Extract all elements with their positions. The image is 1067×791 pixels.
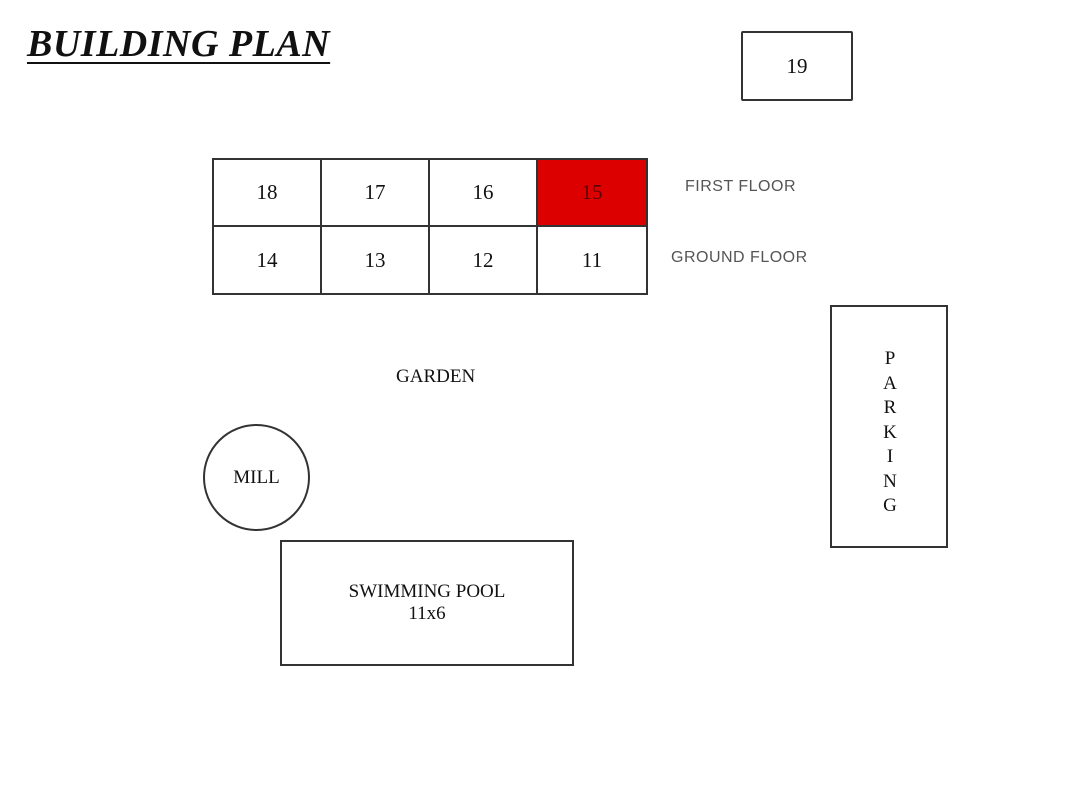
building-units-grid: 18 17 16 15 14 13 12 11: [212, 158, 648, 295]
unit-17-label: 17: [364, 180, 386, 204]
unit-13[interactable]: 13: [322, 227, 430, 293]
mill-label: MILL: [233, 466, 280, 488]
unit-13-label: 13: [364, 247, 386, 272]
swimming-pool-area[interactable]: SWIMMING POOL 11x6: [280, 540, 574, 666]
unit-18-label: 18: [256, 180, 278, 204]
parking-area[interactable]: PARKING: [830, 305, 948, 548]
unit-19-label: 19: [786, 53, 808, 78]
unit-14-label: 14: [256, 247, 278, 272]
unit-12[interactable]: 12: [430, 227, 538, 293]
pool-size-label: 11x6: [408, 603, 446, 624]
unit-11-label: 11: [581, 247, 603, 272]
first-floor-label: FIRST FLOOR: [685, 178, 796, 195]
unit-14[interactable]: 14: [214, 227, 322, 293]
garden-label: GARDEN: [396, 366, 476, 387]
unit-18[interactable]: 18: [214, 160, 322, 227]
pool-name-label: SWIMMING POOL: [348, 581, 506, 602]
unit-15-label: 15: [581, 180, 603, 204]
page-title: BUILDING PLAN: [27, 23, 331, 65]
unit-16[interactable]: 16: [430, 160, 538, 227]
mill-area[interactable]: MILL: [203, 424, 310, 531]
parking-label: PARKING: [883, 348, 897, 516]
unit-16-label: 16: [472, 180, 494, 204]
ground-floor-label: GROUND FLOOR: [671, 249, 808, 266]
unit-17[interactable]: 17: [322, 160, 430, 227]
unit-12-label: 12: [472, 247, 494, 272]
unit-19[interactable]: 19: [741, 31, 853, 101]
unit-15-highlighted[interactable]: 15: [538, 160, 646, 227]
unit-11[interactable]: 11: [538, 227, 646, 293]
